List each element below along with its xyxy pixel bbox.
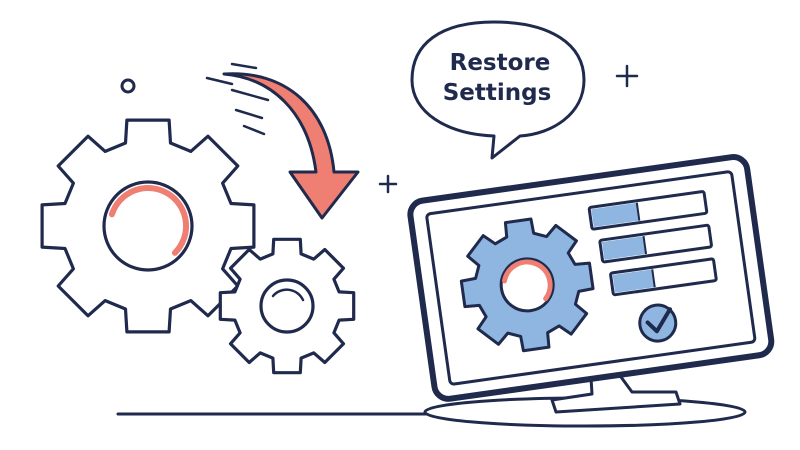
gear-icon	[459, 217, 595, 353]
gear-hub	[499, 257, 555, 313]
list-row	[587, 190, 709, 231]
gear-icon	[218, 237, 356, 375]
curved-arrow-down-icon	[222, 72, 360, 220]
gear-icon	[40, 118, 256, 334]
sparkle-icon	[378, 174, 398, 194]
list-row	[598, 223, 713, 264]
gear-inner-arc	[271, 288, 305, 302]
gear-highlight-arc	[108, 185, 190, 256]
gear-hub	[102, 180, 194, 272]
dot-icon	[120, 78, 136, 94]
check-circle-icon	[638, 303, 678, 343]
sparkle-icon	[615, 64, 639, 88]
speech-bubble: Restore Settings	[410, 20, 586, 160]
gear-hub	[259, 278, 315, 334]
list-row	[609, 257, 718, 297]
gear-highlight-arc	[502, 259, 553, 302]
bubble-title-line2: Settings	[443, 80, 552, 106]
monitor-icon	[407, 154, 775, 402]
settings-list	[587, 190, 718, 297]
bubble-title-line1: Restore	[450, 50, 551, 76]
motion-lines	[205, 62, 270, 136]
